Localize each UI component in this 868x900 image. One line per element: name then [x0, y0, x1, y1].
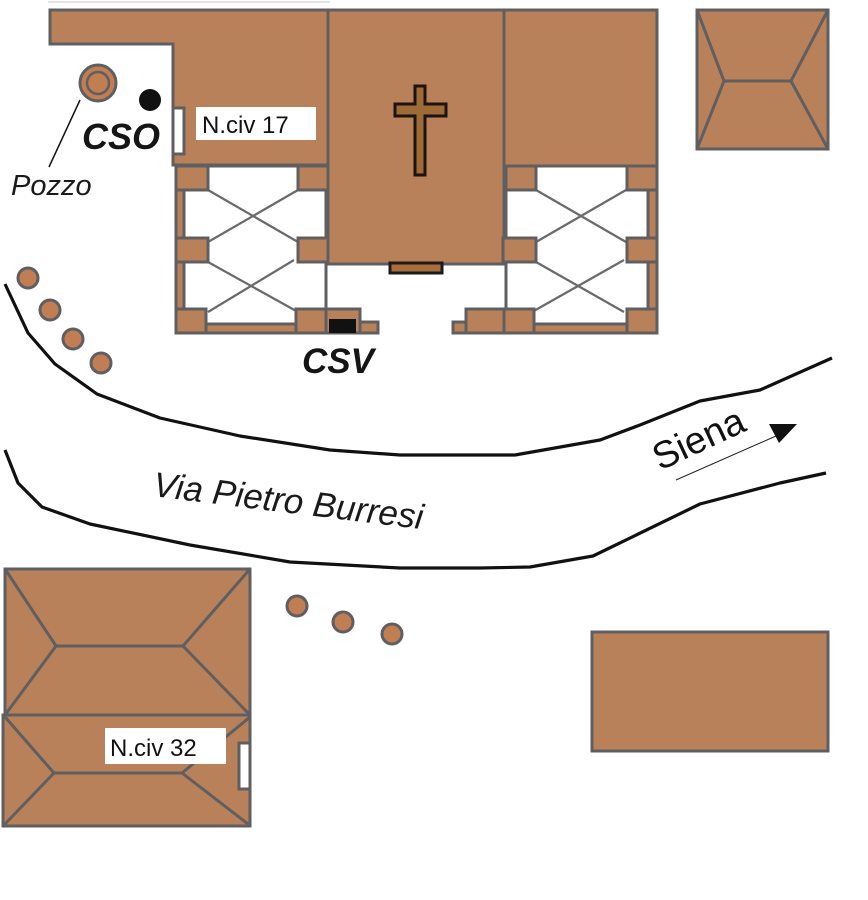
label-csv: CSV: [302, 342, 377, 381]
building-bottom-right[interactable]: [590, 630, 830, 753]
label-box-civ-17: [196, 107, 316, 140]
direction-line: [675, 435, 777, 481]
arrow-icon: [769, 424, 797, 443]
well-icon: [78, 63, 118, 103]
building-right-top[interactable]: [502, 8, 659, 168]
street-name: Via Pietro Burresi: [151, 465, 427, 537]
building-top-right[interactable]: [695, 8, 830, 151]
tree: [38, 298, 62, 322]
direction-label: Siena: [646, 400, 753, 480]
dot-marker-icon: [139, 89, 161, 111]
cross-icon: [393, 84, 448, 177]
tree: [380, 622, 404, 646]
label-box-civ-32: [105, 728, 226, 764]
cloister-left: [174, 164, 380, 335]
door-civ-32: [237, 741, 252, 791]
tree: [16, 266, 40, 290]
label-civ-17: N.civ 17: [202, 112, 289, 139]
tree: [61, 327, 85, 351]
label-civ-32: N.civ 32: [110, 735, 197, 762]
cloister-right: [451, 164, 659, 335]
road-edge-north: [3, 283, 833, 457]
square-marker-icon: [329, 319, 356, 333]
door-civ-17: [171, 106, 186, 156]
well-leader-line: [48, 99, 81, 168]
road-edge-south: [3, 449, 827, 570]
building-bottom-left-upper[interactable]: [3, 567, 252, 717]
tree: [89, 351, 113, 375]
tree: [285, 594, 309, 618]
tree: [331, 610, 355, 634]
label-cso: CSO: [82, 116, 160, 157]
label-well: Pozzo: [11, 170, 92, 202]
church-door: [388, 261, 444, 275]
